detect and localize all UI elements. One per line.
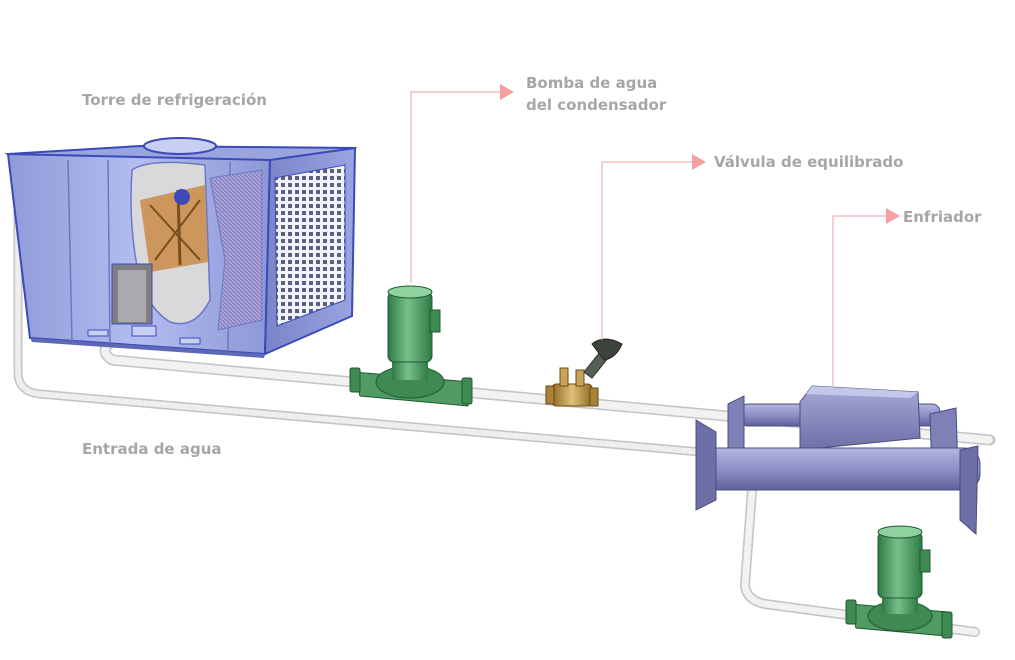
- label-balancing-valve: Válvula de equilibrado: [714, 153, 904, 171]
- label-condenser-pump-line2: del condensador: [526, 96, 667, 114]
- label-cooling-tower: Torre de refrigeración: [82, 91, 267, 109]
- callout-pump: [410, 84, 514, 283]
- balancing-valve: [545, 338, 623, 407]
- water-inlet-pipe: [13, 165, 705, 457]
- label-condenser-pump-line1: Bomba de agua: [526, 74, 658, 92]
- callout-arrow-icon: [500, 84, 514, 100]
- callout-valve: [601, 154, 706, 340]
- label-water-inlet: Entrada de agua: [82, 440, 222, 458]
- callout-chiller: [832, 208, 900, 386]
- condenser-water-pump: [349, 285, 473, 407]
- chilled-water-pump: [845, 525, 953, 639]
- chiller: [695, 385, 981, 536]
- chilled-water-pipe: [740, 485, 980, 637]
- cooling-tower: [4, 137, 358, 358]
- callout-arrow-icon: [692, 154, 706, 170]
- label-chiller: Enfriador: [903, 208, 982, 226]
- callout-arrow-icon: [886, 208, 900, 224]
